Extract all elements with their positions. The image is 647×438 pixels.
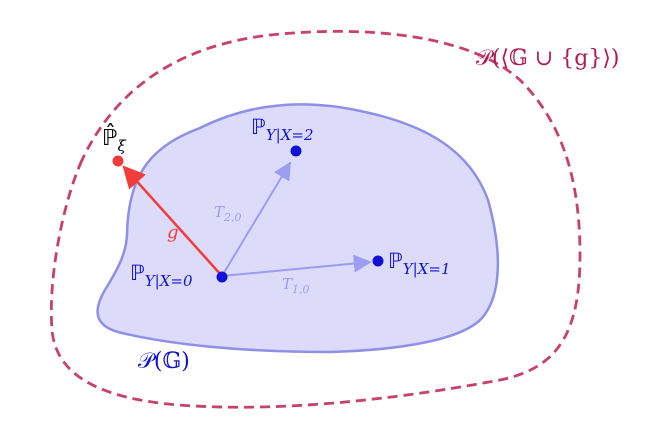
outer-set-boundary: [49, 30, 582, 409]
p-x2-main: ℙ: [251, 115, 266, 139]
outer-set-label-text: 𝒫(⟨𝔾 ∪ {g}⟩): [476, 46, 620, 71]
t20-label: T2,0: [214, 203, 242, 224]
t20-sub: 2,0: [224, 211, 242, 224]
p-x1-label: ℙY|X=1: [388, 249, 450, 277]
inner-set-label: 𝒫(𝔾): [138, 351, 190, 373]
t10-sub: 1,0: [292, 283, 310, 296]
t20-arrow: [221, 161, 291, 277]
t10-arrow: [221, 254, 372, 277]
p-x1-main: ℙ: [388, 249, 403, 273]
p-hat-main: ℙ̂: [102, 126, 118, 151]
p-x2-label: ℙY|X=2: [251, 115, 313, 143]
g-arrow: [122, 165, 223, 277]
inner-set-region: [96, 103, 500, 354]
inner-set-label-text: 𝒫(𝔾): [138, 349, 190, 374]
p-hat-sub: ξ: [117, 137, 126, 155]
t10-main: T: [282, 275, 293, 293]
p-x0-sub: Y|X=0: [144, 272, 193, 290]
t20-main: T: [214, 203, 225, 221]
p-x0-label: ℙY|X=0: [130, 261, 192, 289]
point-x1: [372, 255, 384, 267]
p-hat-label: ℙ̂ξ: [102, 126, 126, 154]
outer-set-label: 𝒫(⟨𝔾 ∪ {g}⟩): [476, 48, 619, 70]
p-x1-sub: Y|X=1: [402, 260, 451, 278]
g-label-text: g: [167, 222, 179, 243]
point-p-hat: [112, 155, 124, 167]
p-x2-sub: Y|X=2: [265, 126, 314, 144]
t10-label: T1,0: [282, 275, 310, 296]
p-x0-main: ℙ: [130, 261, 145, 285]
g-label: g: [167, 224, 179, 242]
point-x0: [216, 271, 228, 283]
point-x2: [290, 145, 302, 157]
